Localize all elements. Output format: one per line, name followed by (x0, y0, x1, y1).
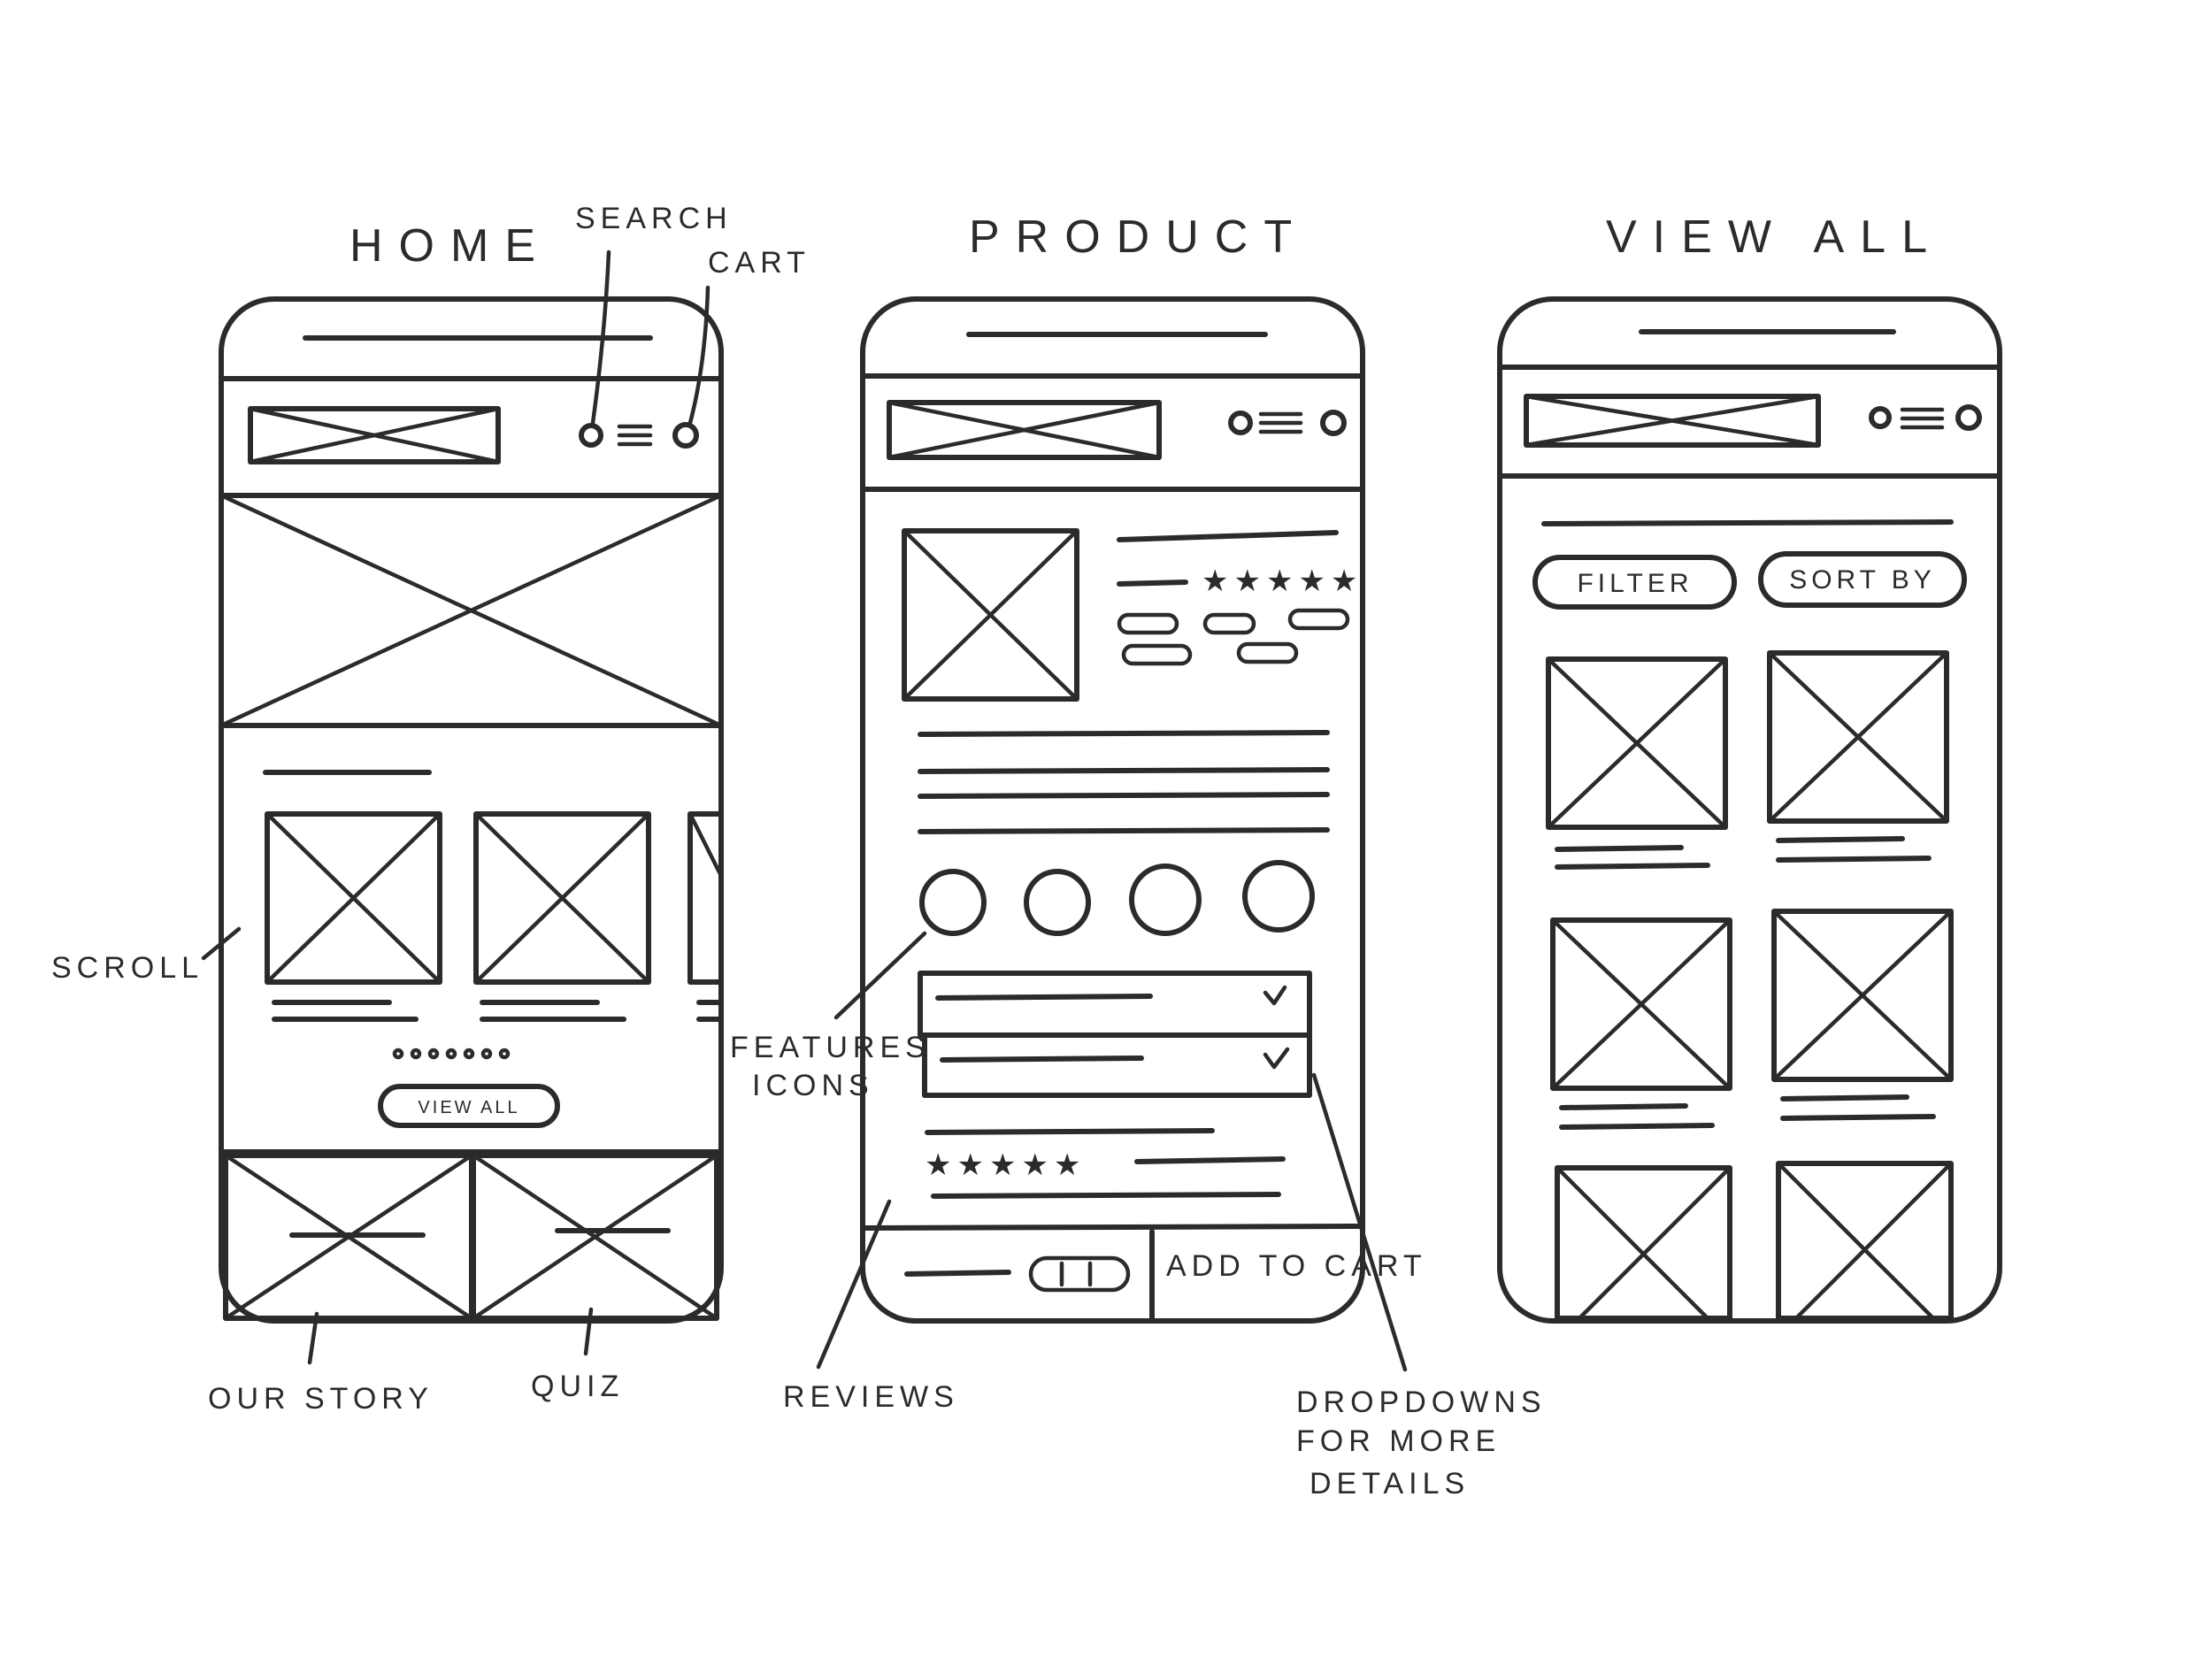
quiz-annotation: QUIZ (531, 1370, 624, 1403)
filter-button[interactable]: FILTER (1532, 555, 1737, 610)
home-annotations: SEARCH CART SCROLL OUR STORY QUIZ (51, 202, 810, 1416)
details-dropdown[interactable] (918, 971, 1312, 1038)
view-all-button[interactable]: VIEW ALL (378, 1084, 560, 1128)
product-phone-frame (860, 296, 1365, 1324)
cart-icon[interactable] (672, 422, 699, 449)
quantity-stepper[interactable] (1028, 1255, 1131, 1293)
chevron-down-icon (1263, 1047, 1290, 1070)
cart-leader-line (687, 285, 710, 426)
features-icons-annotation: FEATURES (730, 1031, 931, 1064)
product-image-placeholder (902, 528, 1079, 702)
product-grid-card[interactable] (1555, 1165, 1732, 1321)
product-grid-card[interactable] (1776, 1161, 1954, 1321)
product-grid-card[interactable] (1546, 656, 1728, 870)
view-all-screen: VIEW ALL FILTER SORT BY (1497, 211, 2002, 1324)
svg-text:FILTER: FILTER (1577, 569, 1693, 598)
menu-icon[interactable] (1900, 407, 1945, 430)
home-title: HOME (349, 220, 551, 272)
our-story-annotation: OUR STORY (208, 1382, 434, 1416)
product-name-line (1117, 530, 1339, 542)
cart-annotation: CART (708, 246, 810, 280)
search-icon[interactable] (1869, 406, 1892, 429)
menu-icon[interactable] (617, 424, 653, 447)
product-grid-card[interactable] (1771, 909, 1954, 1121)
chevron-down-icon (1263, 985, 1287, 1006)
home-hero-image-placeholder (219, 493, 724, 728)
product-screen: PRODUCT ★★★★★ (860, 211, 1427, 1324)
product-title: PRODUCT (969, 211, 1308, 263)
add-to-cart-button[interactable]: ADD TO CART (1166, 1249, 1427, 1283)
our-story-tile[interactable] (223, 1153, 474, 1321)
scroll-annotation: SCROLL (51, 951, 204, 985)
feature-icon (919, 869, 987, 936)
sort-by-button[interactable]: SORT BY (1758, 551, 1967, 608)
product-grid-card[interactable] (1550, 917, 1732, 1130)
search-annotation: SEARCH (575, 202, 733, 235)
carousel-product-card[interactable] (265, 811, 442, 1022)
review-rating-stars: ★★★★★ (925, 1148, 1086, 1182)
feature-icons (919, 860, 1315, 936)
scroll-leader-line (201, 926, 242, 961)
product-logo-placeholder (887, 400, 1162, 460)
search-icon[interactable] (1228, 411, 1253, 435)
feature-icon (1129, 864, 1202, 936)
product-bottom-bar-divider (860, 1224, 1365, 1231)
home-screen: HOME (219, 220, 724, 1324)
feature-icon (1024, 869, 1091, 936)
search-leader-line (590, 249, 611, 426)
features-icons-leader-line (833, 931, 927, 1020)
view-all-heading-line (1541, 519, 1954, 526)
our-story-leader-line (307, 1311, 319, 1365)
carousel-product-card-partial[interactable] (687, 811, 724, 1022)
home-logo-placeholder (248, 406, 501, 464)
product-description (918, 730, 1330, 834)
quiz-tile[interactable] (471, 1153, 719, 1321)
product-grid-card[interactable] (1767, 650, 1949, 863)
svg-text:SORT BY: SORT BY (1789, 565, 1936, 595)
details-dropdown[interactable] (922, 1032, 1312, 1098)
product-rating-stars: ★★★★★ (1202, 564, 1363, 598)
product-annotations: FEATURES ICONS REVIEWS DROPDOWNS FOR MOR… (730, 931, 1547, 1501)
svg-text:VIEW ALL: VIEW ALL (418, 1098, 519, 1117)
view-all-logo-placeholder (1524, 394, 1821, 448)
menu-icon[interactable] (1258, 411, 1303, 434)
reviews-leader-line (816, 1199, 892, 1370)
features-icons-annotation: ICONS (752, 1069, 874, 1102)
dropdowns-annotation: DROPDOWNS (1296, 1386, 1547, 1419)
search-icon[interactable] (579, 423, 603, 448)
reviews-section: ★★★★★ (925, 1128, 1286, 1199)
cart-icon[interactable] (1955, 404, 1982, 431)
carousel-pagination-dots[interactable] (392, 1048, 511, 1060)
view-all-phone-frame (1497, 296, 2002, 1324)
variant-options[interactable] (1117, 608, 1350, 666)
quiz-leader-line (583, 1307, 594, 1356)
reviews-annotation: REVIEWS (783, 1380, 959, 1414)
view-all-title: VIEW ALL (1606, 211, 1943, 263)
dropdowns-annotation: DETAILS (1310, 1467, 1470, 1501)
dropdowns-annotation: FOR MORE (1296, 1424, 1501, 1458)
cart-icon[interactable] (1320, 410, 1347, 436)
feature-icon (1242, 860, 1315, 933)
dropdowns-leader-line (1311, 1072, 1408, 1372)
carousel-product-card[interactable] (473, 811, 651, 1022)
